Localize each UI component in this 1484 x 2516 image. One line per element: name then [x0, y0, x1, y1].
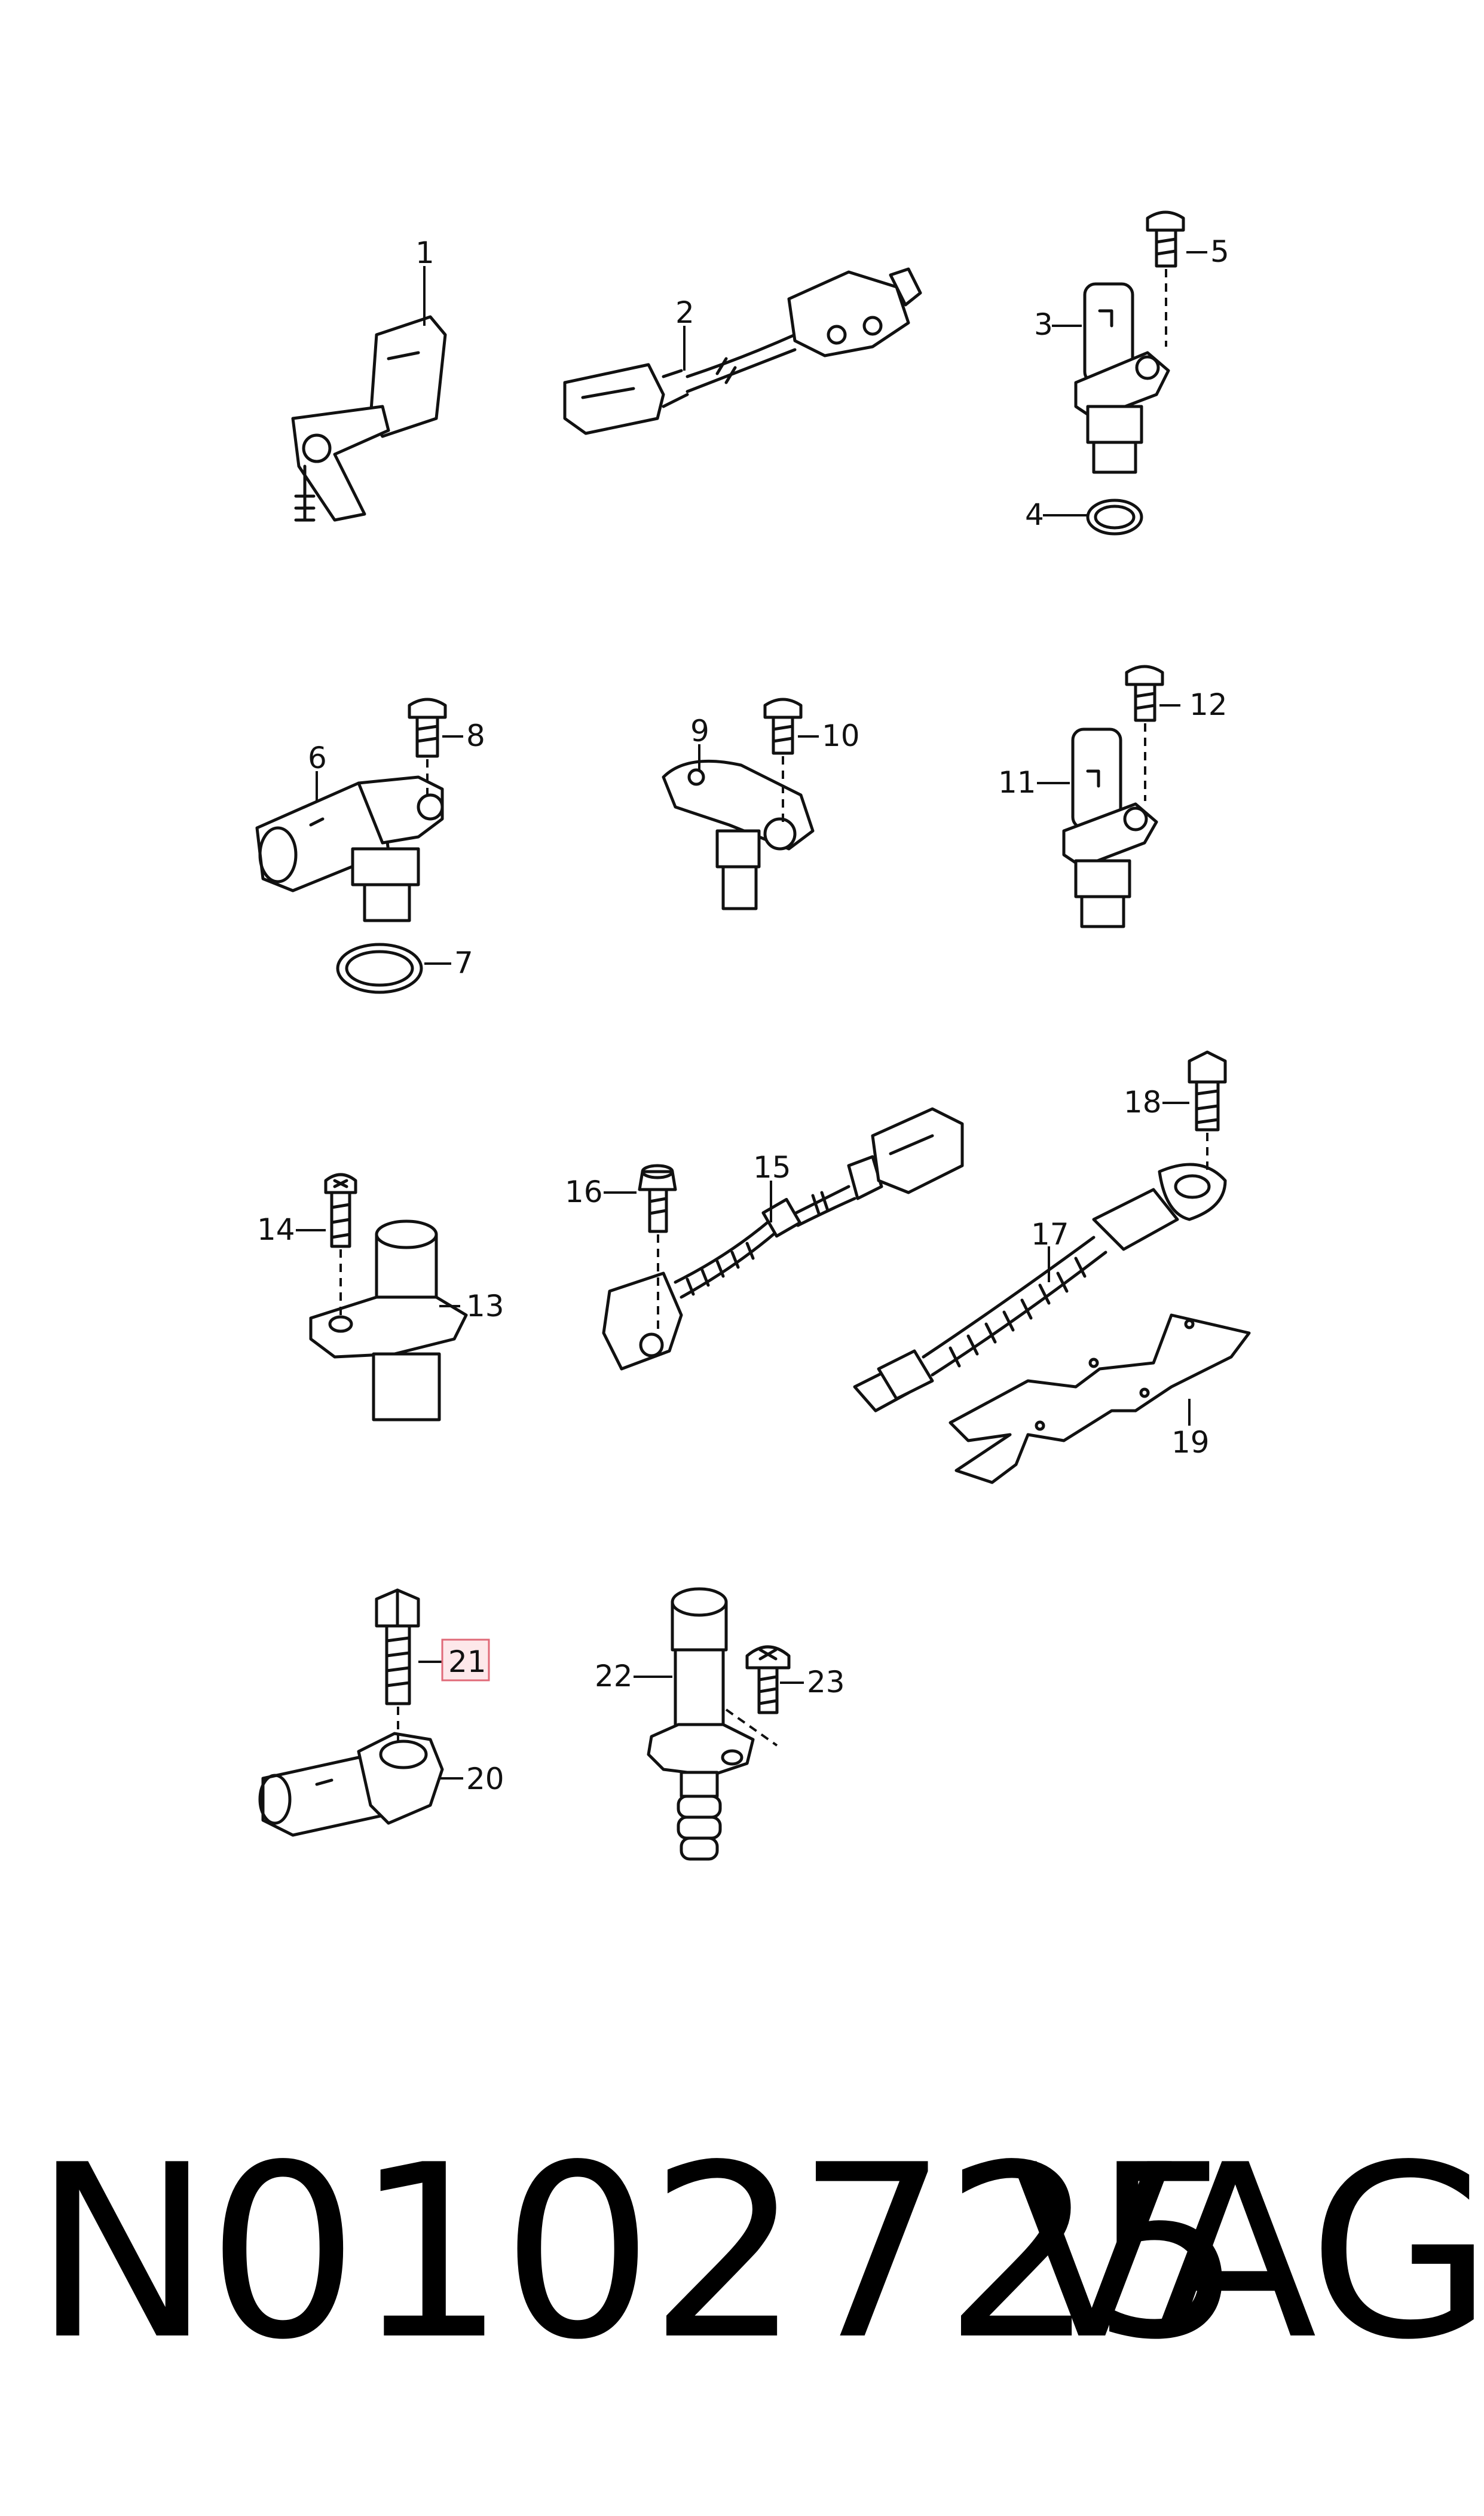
highlight-box-21 — [441, 1638, 490, 1682]
part-9-camshaft-sensor — [662, 744, 815, 910]
callout-4: 4 — [1025, 497, 1044, 532]
callout-6: 6 — [308, 741, 327, 775]
callout-15: 15 — [753, 1150, 791, 1185]
part-17-knock-sensor — [853, 1163, 1227, 1413]
part-5-screw — [1146, 210, 1207, 347]
callout-21: 21 — [448, 1644, 486, 1679]
part-3-speed-sensor — [1052, 282, 1170, 474]
part-13-position-sensor — [309, 1219, 468, 1421]
part-2-sensor-cable — [563, 267, 922, 435]
part-11-speed-sensor — [1037, 727, 1158, 928]
callout-1: 1 — [415, 236, 435, 270]
callout-22: 22 — [595, 1659, 633, 1693]
callout-23: 23 — [807, 1665, 845, 1699]
callout-12: 12 — [1189, 687, 1228, 722]
callout-19: 19 — [1171, 1425, 1210, 1460]
callout-11: 11 — [998, 765, 1036, 800]
part-19-gasket-plate — [948, 1313, 1251, 1484]
callout-14: 14 — [257, 1212, 295, 1247]
callout-13: 13 — [466, 1289, 504, 1323]
part-7-o-ring — [336, 943, 451, 994]
callout-7: 7 — [454, 946, 473, 980]
part-10-screw — [763, 698, 819, 825]
part-18-bolt — [1162, 1050, 1227, 1172]
part-23-screw — [745, 1645, 804, 1714]
part-14-screw — [296, 1173, 357, 1315]
part-22-solenoid-valve — [634, 1587, 778, 1861]
brand-name: VAG — [1010, 2114, 1484, 2392]
part-16-screw — [604, 1164, 677, 1333]
part-number: N0102725 — [33, 2114, 1243, 2392]
callout-20: 20 — [466, 1762, 504, 1796]
callout-3: 3 — [1034, 307, 1053, 342]
part-8-screw — [408, 698, 463, 801]
part-15-sensor-with-cable — [602, 1107, 964, 1371]
callout-10: 10 — [822, 719, 860, 753]
part-12-screw — [1125, 665, 1180, 801]
callout-2: 2 — [675, 295, 694, 330]
part-1-sensor-bracket — [291, 266, 447, 522]
callout-8: 8 — [466, 719, 485, 753]
part-20-sensor-bracket — [258, 1732, 463, 1837]
callout-9: 9 — [690, 714, 709, 748]
part-21-bolt — [375, 1588, 442, 1742]
callout-17: 17 — [1031, 1217, 1069, 1252]
callout-16: 16 — [565, 1175, 603, 1209]
callout-5: 5 — [1210, 234, 1229, 269]
callout-18: 18 — [1124, 1085, 1162, 1120]
part-4-o-ring — [1043, 499, 1143, 536]
part-6-hall-sensor — [255, 771, 444, 922]
